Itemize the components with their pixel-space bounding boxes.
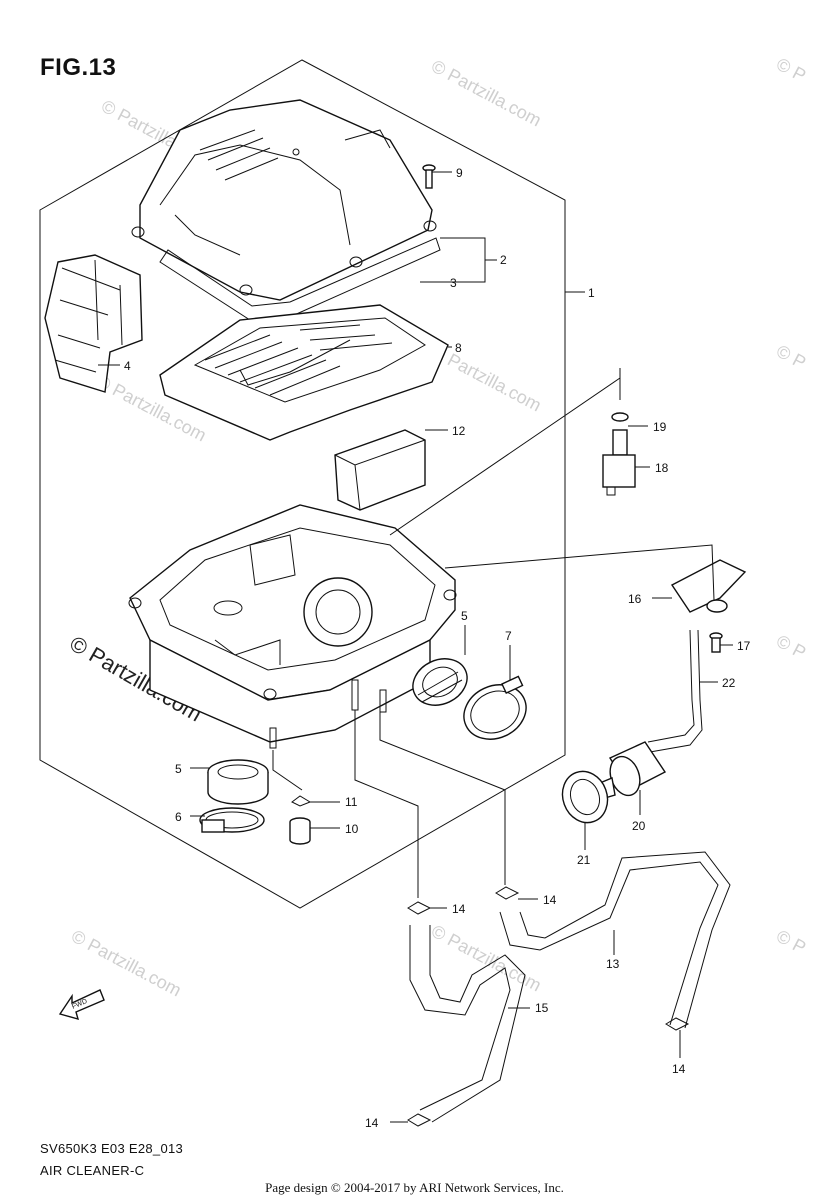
callout-14-c: 14: [672, 1062, 686, 1076]
callout-14-b: 14: [543, 893, 557, 907]
callout-9: 9: [456, 166, 463, 180]
callout-5-lower: 5: [175, 762, 182, 776]
bracket-part: [670, 559, 747, 653]
lower-case-part: [128, 504, 457, 749]
callout-10: 10: [345, 822, 359, 836]
callout-11: 11: [345, 795, 358, 809]
clamp-part-21: [561, 770, 609, 824]
callout-4: 4: [124, 359, 131, 373]
hose-guide-line: [354, 710, 506, 898]
watermark-faint: © P: [773, 631, 809, 663]
callout-7: 7: [505, 629, 512, 643]
watermark-faint: © P: [773, 926, 809, 958]
figure-name: AIR CLEANER-C: [40, 1163, 145, 1178]
watermark-faint: © P: [773, 54, 809, 86]
callout-12: 12: [452, 424, 466, 438]
callout-19: 19: [653, 420, 667, 434]
assembly-outline: [39, 59, 566, 909]
joint-part-lower: [207, 759, 269, 805]
figure-title: FIG.13: [40, 54, 117, 81]
screw-part: [422, 164, 436, 189]
callout-labels: 1 2 3 4 5 5 6 7 8 9 10 11 12 13 14 14 14…: [124, 166, 751, 1130]
clip-part-14: [495, 886, 520, 900]
callout-8: 8: [455, 341, 462, 355]
callout-5-upper: 5: [461, 609, 468, 623]
sensor-guide-line: [389, 368, 621, 536]
clip-part: [291, 795, 312, 807]
callout-20: 20: [632, 819, 646, 833]
clamp-part-upper: [463, 675, 527, 740]
hose-part-15: [409, 925, 526, 1123]
callout-3: 3: [450, 276, 457, 290]
air-cleaner-diagram: © Partzilla.com © Partzilla.com © Partzi…: [39, 54, 809, 1130]
callout-1: 1: [588, 286, 595, 300]
hose-part-13: [499, 851, 731, 1029]
leader-lines: [98, 171, 733, 1123]
callout-13: 13: [606, 957, 620, 971]
callout-21: 21: [577, 853, 591, 867]
joint-part-upper: [412, 658, 468, 706]
copyright-notice: Page design © 2004-2017 by ARI Network S…: [265, 1180, 564, 1195]
valve-part: [594, 741, 667, 801]
watermark-faint: © Partzilla.com: [428, 56, 544, 131]
callout-2: 2: [500, 253, 507, 267]
callout-22: 22: [722, 676, 736, 690]
watermark-faint: © P: [773, 341, 809, 373]
fwd-arrow: FWD: [58, 989, 105, 1021]
watermark-faint: © Partzilla.com: [68, 926, 184, 1001]
sensor-part: [602, 412, 636, 496]
clip-part-14: [407, 1113, 432, 1127]
small-hose-part: [647, 629, 703, 753]
callout-17: 17: [737, 639, 751, 653]
upper-case-part: [131, 99, 437, 301]
callout-14-d: 14: [365, 1116, 379, 1130]
callout-6: 6: [175, 810, 182, 824]
intake-duct-part: [44, 254, 143, 393]
bracket-guide-line: [444, 544, 715, 601]
callout-18: 18: [655, 461, 669, 475]
cap-part: [289, 817, 311, 845]
callout-15: 15: [535, 1001, 549, 1015]
filter-element-part: [159, 304, 449, 441]
figure-code: SV650K3 E03 E28_013: [40, 1141, 184, 1156]
drain-line: [272, 750, 303, 791]
clip-part-14: [407, 901, 432, 915]
pad-part: [334, 429, 426, 511]
callout-14-a: 14: [452, 902, 466, 916]
clamp-part-lower: [199, 807, 265, 833]
callout-16: 16: [628, 592, 642, 606]
clip-part-14: [665, 1017, 690, 1031]
